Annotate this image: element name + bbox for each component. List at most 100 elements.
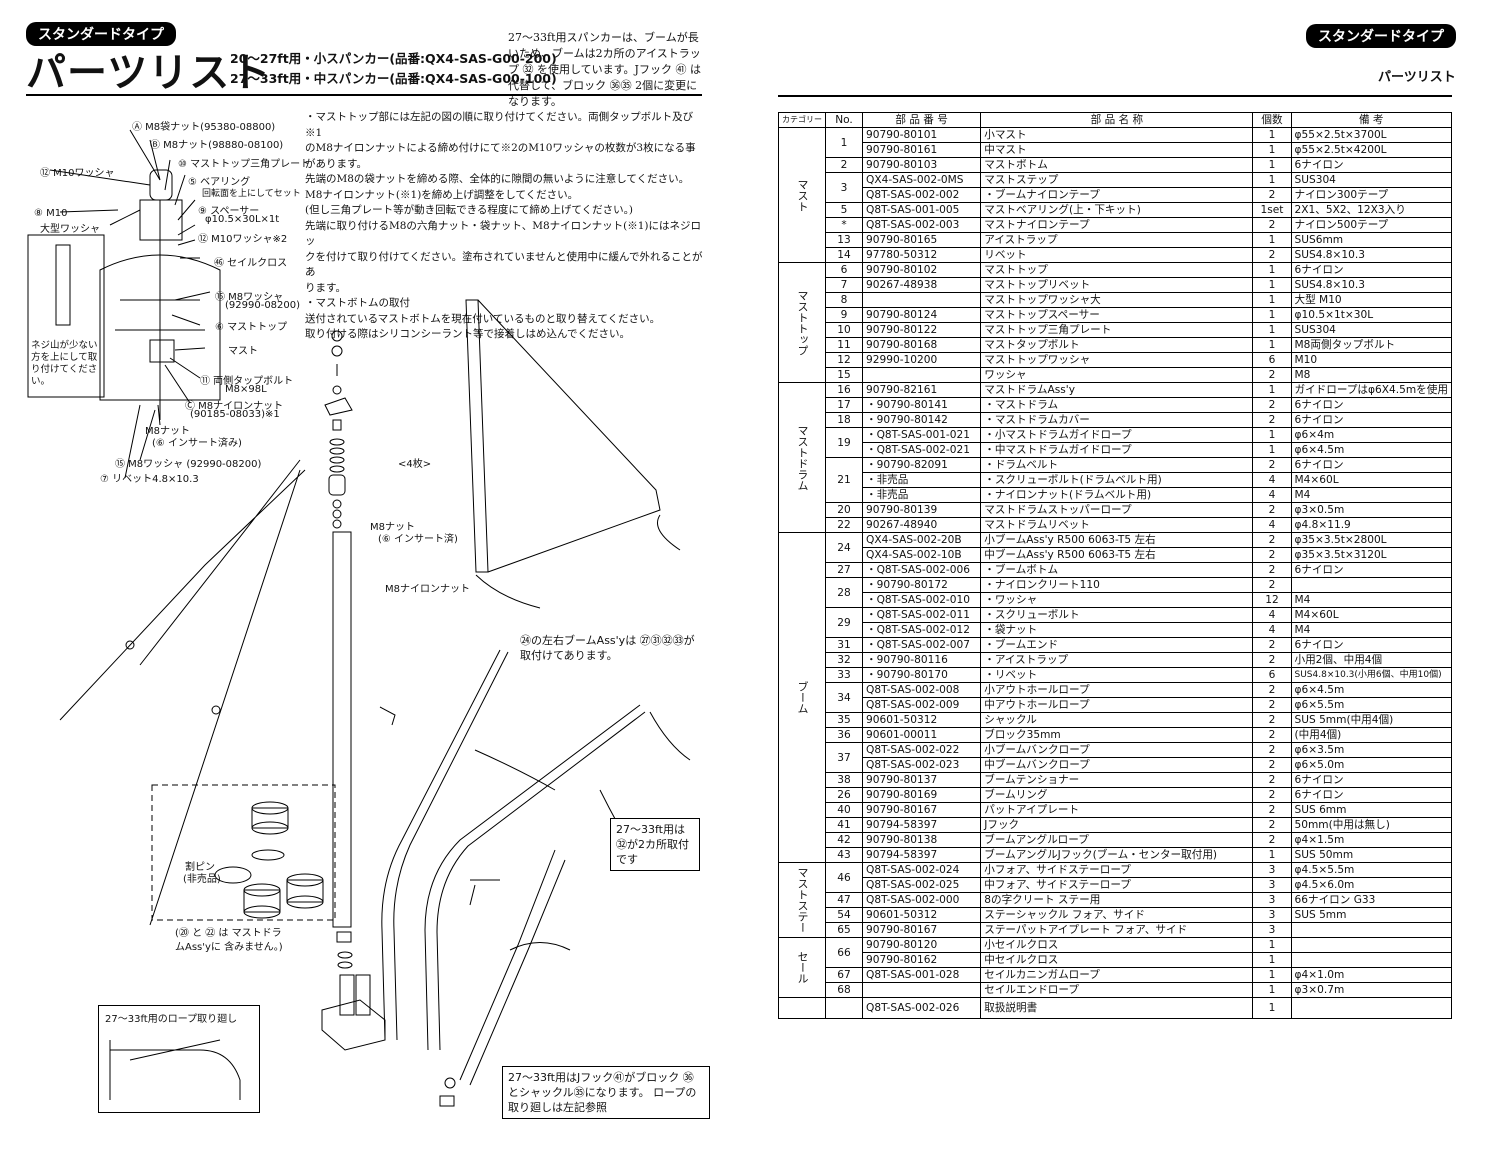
qty-cell: 2 bbox=[1252, 457, 1292, 473]
part-number-cell: 90601-50312 bbox=[861, 712, 982, 728]
part-name-cell: ・ワッシャ bbox=[980, 592, 1254, 608]
note-cell: SUS4.8×10.3 bbox=[1290, 277, 1452, 293]
no-cell: 47 bbox=[825, 892, 863, 908]
note-cell: 6ナイロン bbox=[1290, 457, 1452, 473]
qty-cell: 1 bbox=[1252, 847, 1292, 863]
no-cell: 9 bbox=[825, 307, 863, 323]
no-cell: 29 bbox=[825, 607, 863, 638]
qty-cell: 4 bbox=[1252, 487, 1292, 503]
note-cell: 6ナイロン bbox=[1290, 637, 1452, 653]
note-cell: M4 bbox=[1290, 622, 1452, 638]
part-name-cell: ブームアングルJフック(ブーム・センター取付用) bbox=[980, 847, 1254, 863]
part-number-cell: Q8T-SAS-002-025 bbox=[861, 877, 982, 893]
qty-cell: 1 bbox=[1252, 292, 1292, 308]
part-number-cell bbox=[861, 367, 982, 383]
qty-cell: 2 bbox=[1252, 742, 1292, 758]
part-name-cell: 小フォア、サイドステーロープ bbox=[980, 862, 1254, 878]
part-number-cell: 90790-80102 bbox=[861, 262, 982, 278]
note-cell: 6ナイロン bbox=[1290, 772, 1452, 788]
part-name-cell: 中セイルクロス bbox=[980, 952, 1254, 968]
qty-cell: 1 bbox=[1252, 232, 1292, 248]
note-cell: 6ナイロン bbox=[1290, 397, 1452, 413]
note-cell: M4 bbox=[1290, 592, 1452, 608]
part-number-cell: ・非売品 bbox=[861, 487, 982, 503]
note-cell: SUS4.8×10.3(小用6個、中用10個) bbox=[1290, 667, 1452, 683]
part-name-cell: 8の字クリート ステー用 bbox=[980, 892, 1254, 908]
part-name-cell: アイストラップ bbox=[980, 232, 1254, 248]
qty-cell: 2 bbox=[1252, 562, 1292, 578]
part-number-cell: Q8T-SAS-002-022 bbox=[861, 742, 982, 758]
note-cell: 6ナイロン bbox=[1290, 262, 1452, 278]
category-cell bbox=[778, 997, 826, 1019]
note-cell: SUS 6mm bbox=[1290, 802, 1452, 818]
instruction-line: (但し三角プレート等が動き回転できる程度にて締め上げてください。) bbox=[305, 204, 633, 216]
note-cell: φ55×2.5t×3700L bbox=[1290, 127, 1452, 143]
page-title: パーツリスト bbox=[26, 50, 272, 96]
part-name-cell: マストトップワッシャ bbox=[980, 352, 1254, 368]
note-cell: ナイロン500テープ bbox=[1290, 217, 1452, 233]
no-cell: 37 bbox=[825, 742, 863, 773]
no-cell: 33 bbox=[825, 667, 863, 683]
no-cell: 32 bbox=[825, 652, 863, 668]
note-cell: M4×60L bbox=[1290, 472, 1452, 488]
note-cell: 6ナイロン bbox=[1290, 412, 1452, 428]
note-cell: φ6×5.5m bbox=[1290, 697, 1452, 713]
instruction-line: クを付けて取り付けてください。塗布されていませんと使用中に緩んで外れることがあ bbox=[305, 250, 703, 279]
note-cell: 6ナイロン bbox=[1290, 787, 1452, 803]
label-m8-washer-3: ⑮ M8ワッシャ (92990-08200) bbox=[115, 459, 262, 470]
type-badge-left: スタンダードタイプ bbox=[26, 22, 176, 46]
part-name-cell: ・中マストドラムガイドロープ bbox=[980, 442, 1254, 458]
label-m10-washer-2: ⑫ M10ワッシャ※2 bbox=[198, 234, 288, 245]
label-a-nut: Ⓐ M8袋ナット(95380-08800) bbox=[132, 122, 276, 133]
label-bearing-note: 回転面を上にしてセット bbox=[202, 189, 301, 199]
qty-cell: 2 bbox=[1252, 682, 1292, 698]
part-name-cell: マストドラムストッパーロープ bbox=[980, 502, 1254, 518]
qty-cell: 12 bbox=[1252, 592, 1292, 608]
label-nylon-nut: Ⓒ M8ナイロンナット bbox=[185, 401, 284, 412]
note-cell: φ6×4.5m bbox=[1290, 682, 1452, 698]
part-number-cell: Q8T-SAS-002-026 bbox=[861, 997, 982, 1019]
col-category: カテゴリー bbox=[778, 112, 826, 128]
part-name-cell: ブームアングルロープ bbox=[980, 832, 1254, 848]
part-name-cell: マストトップ bbox=[980, 262, 1254, 278]
part-number-cell: Q8T-SAS-001-005 bbox=[861, 202, 982, 218]
part-number-cell: 90790-80168 bbox=[861, 337, 982, 353]
label-cut-pin: 割ピン bbox=[185, 862, 215, 873]
no-cell: 46 bbox=[825, 862, 863, 893]
part-name-cell: 小セイルクロス bbox=[980, 937, 1254, 953]
no-cell: 54 bbox=[825, 907, 863, 923]
part-name-cell: シャックル bbox=[980, 712, 1254, 728]
part-number-cell: ・Q8T-SAS-001-021 bbox=[861, 427, 982, 443]
parts-diagram bbox=[27, 129, 691, 1107]
instruction-line: ります。 bbox=[305, 281, 346, 294]
no-cell: 10 bbox=[825, 322, 863, 338]
note-cell: 6ナイロン bbox=[1290, 562, 1452, 578]
no-cell: 5 bbox=[825, 202, 863, 218]
note-cell: SUS304 bbox=[1290, 172, 1452, 188]
label-bearing: ⑤ ベアリング bbox=[188, 177, 251, 188]
no-cell: 19 bbox=[825, 427, 863, 458]
no-cell: 1 bbox=[825, 127, 863, 158]
part-name-cell: パットアイプレート bbox=[980, 802, 1254, 818]
part-name-cell: マストドラムAss'y bbox=[980, 382, 1254, 398]
no-cell: 14 bbox=[825, 247, 863, 263]
part-number-cell: 90790-80101 bbox=[861, 127, 982, 143]
no-cell: 67 bbox=[825, 967, 863, 983]
note-cell: M4 bbox=[1290, 487, 1452, 503]
part-number-cell: 90790-80162 bbox=[861, 952, 982, 968]
part-name-cell: マストベアリング(上・下キット) bbox=[980, 202, 1254, 218]
